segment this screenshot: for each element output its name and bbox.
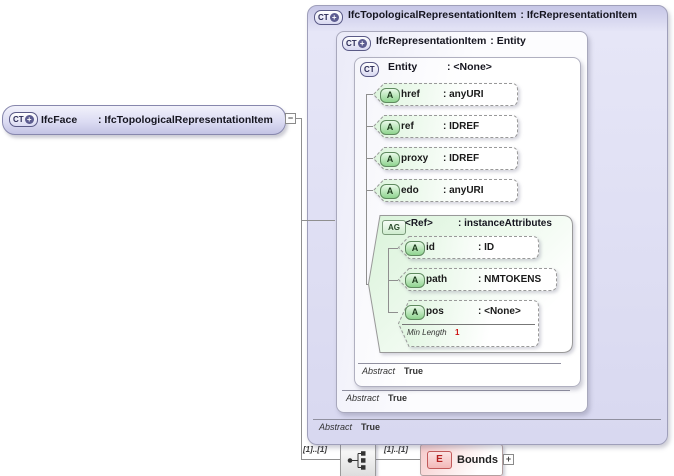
attribute-name: path [426,274,448,285]
attribute-badge: A [380,184,400,199]
sequence-compositor[interactable] [340,443,376,476]
attribute-name: href [401,89,420,100]
attribute-proxy[interactable]: A proxy : IDREF [372,147,518,170]
attribute-edo[interactable]: A edo : anyURI [372,179,518,202]
attribute-type: : <None> [478,306,521,317]
type-base: : <None> [447,61,492,73]
attribute-group-type: : instanceAttributes [458,218,552,229]
complex-type-badge: CT+ [342,36,371,51]
type-name: IfcTopologicalRepresentationItem [348,9,517,21]
tree-line [366,190,373,191]
tree-line [366,126,373,127]
attribute-path[interactable]: A path : NMTOKENS [397,268,557,291]
complex-type-badge: CT [360,62,379,77]
attribute-type: : NMTOKENS [478,274,542,285]
type-box-entity[interactable]: CT Entity : <None> A href : [354,57,581,387]
type-box-ifcrepresentationitem[interactable]: CT+ IfcRepresentationItem : Entity Abstr… [336,31,588,413]
facet-value: 1 [455,328,460,337]
plus-icon: + [329,13,339,22]
type-name: Entity [388,61,418,73]
attribute-badge: A [380,120,400,135]
attribute-type: : anyURI [443,185,484,196]
abstract-value: True [404,366,424,376]
sequence-icon [347,451,366,470]
attribute-name: proxy [401,153,429,164]
root-element-node[interactable]: CT+ IfcFace : IfcTopologicalRepresentati… [2,105,286,135]
tree-line [366,94,373,95]
connector-line [374,459,420,460]
attribute-badge: A [405,305,425,320]
attribute-name: edo [401,185,419,196]
element-name: Bounds [457,454,498,466]
attribute-type: : IDREF [443,153,480,164]
type-name: IfcRepresentationItem [376,35,487,47]
tree-line [388,280,398,281]
type-base: : IfcRepresentationItem [520,9,638,21]
connector-line [302,220,335,221]
attribute-name: ref [401,121,414,132]
tree-line [388,248,398,249]
attribute-badge: A [405,273,425,288]
attribute-pos[interactable]: A pos : <None> Min Length 1 [397,300,539,347]
element-badge: E [427,451,452,469]
attribute-type: : ID [478,242,495,253]
attribute-badge: A [405,241,425,256]
type-base: : Entity [490,35,526,47]
attribute-href[interactable]: A href : anyURI [372,83,518,106]
attribute-group-ref[interactable]: AG <Ref> : instanceAttributes A id : [367,215,573,353]
connector-line [302,459,340,460]
attribute-group-name: <Ref> [405,218,433,229]
abstract-value: True [388,393,408,403]
expand-handle[interactable]: + [503,454,514,465]
attribute-badge: A [380,152,400,167]
abstract-label: Abstract [346,393,380,403]
divider [313,419,661,420]
attribute-ref[interactable]: A ref : IDREF [372,115,518,138]
root-element-type: : IfcTopologicalRepresentationItem [98,114,273,126]
cardinality-label: [1]..[1] [303,445,327,454]
facet-divider [402,324,535,325]
tree-line [388,312,398,313]
attribute-badge: A [380,88,400,103]
complex-type-badge: CT+ [314,10,343,25]
attribute-type: : anyURI [443,89,484,100]
divider [342,390,570,391]
connector-line [296,118,301,119]
plus-icon: + [24,115,34,124]
facet-label: Min Length [407,328,447,337]
attribute-name: pos [426,306,444,317]
divider [358,363,561,364]
plus-icon: + [357,39,367,48]
abstract-label: Abstract [319,422,353,432]
attribute-type: : IDREF [443,121,480,132]
cardinality-label: [1]..[1] [384,445,408,454]
bounds-element[interactable]: E Bounds [420,444,503,476]
connector-line [301,118,302,460]
root-element-name: IfcFace [41,114,78,126]
tree-line [366,94,367,284]
attribute-group-badge: AG [382,220,406,235]
type-box-ifctopologicalrepresentationitem[interactable]: CT+ IfcTopologicalRepresentationItem : I… [307,5,668,445]
attribute-id[interactable]: A id : ID [397,236,539,259]
attribute-name: id [426,242,435,253]
complex-type-badge: CT+ [9,112,38,127]
tree-line [366,158,373,159]
abstract-value: True [361,422,381,432]
abstract-label: Abstract [362,366,396,376]
collapse-handle[interactable]: − [285,113,296,124]
